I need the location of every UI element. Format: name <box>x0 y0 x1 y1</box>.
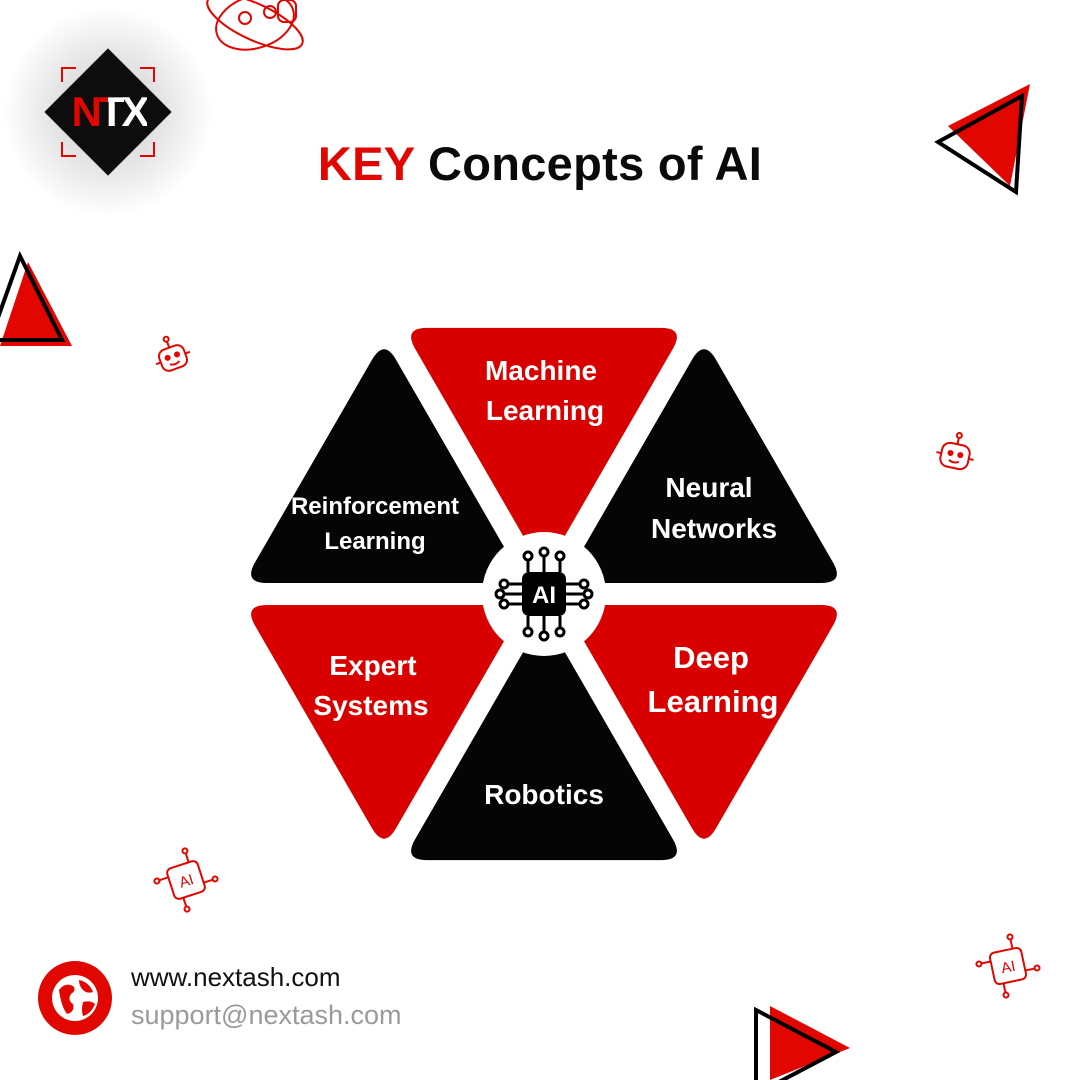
title-text: Concepts of AI <box>414 137 763 190</box>
robot-head-icon <box>936 431 974 471</box>
triangle-icon <box>0 250 72 346</box>
ai-chip-icon: AI <box>153 847 219 913</box>
page-title: KEY Concepts of AI <box>0 136 1080 191</box>
segment-label-robotics: Robotics <box>484 779 604 810</box>
segment-label-machine-learning: Machine <box>485 355 597 386</box>
triangle-icon <box>934 84 1030 196</box>
segment-label-neural-networks: Networks <box>651 513 777 544</box>
title-keyword: KEY <box>317 137 415 190</box>
segment-label-deep-learning: Learning <box>648 684 779 719</box>
website-link[interactable]: www.nextash.com <box>131 962 341 992</box>
segment-machine-learning <box>411 327 677 562</box>
robot-head-icon <box>155 335 191 372</box>
ai-chip-icon: AI <box>975 933 1041 999</box>
globe-icon <box>38 961 112 1035</box>
svg-text:AI: AI <box>1000 958 1017 978</box>
center-label: AI <box>532 582 556 609</box>
segment-robotics <box>411 626 677 861</box>
segment-label-reinforcement-learning: Learning <box>324 528 425 555</box>
svg-text:AI: AI <box>177 871 196 892</box>
segment-reinforcement-learning <box>251 349 517 583</box>
logo-text: NTX <box>64 88 154 136</box>
segment-label-deep-learning: Deep <box>673 640 749 675</box>
segment-neural-networks <box>571 349 837 583</box>
robot-head-icon <box>206 0 304 51</box>
segment-expert-systems <box>251 605 517 839</box>
email-link[interactable]: support@nextash.com <box>131 1000 402 1030</box>
segment-label-neural-networks: Neural <box>665 472 752 503</box>
triangle-icon <box>754 1006 850 1080</box>
segment-label-reinforcement-learning: Reinforcement <box>291 493 459 520</box>
logo-wordmark: NTX <box>71 88 150 135</box>
segment-label-expert-systems: Expert <box>329 650 416 681</box>
segment-label-expert-systems: Systems <box>313 690 428 721</box>
brand-logo <box>3 7 213 217</box>
segment-deep-learning <box>571 605 837 839</box>
ai-center-chip-icon: AI <box>494 546 594 642</box>
segment-label-machine-learning: Learning <box>486 395 604 426</box>
